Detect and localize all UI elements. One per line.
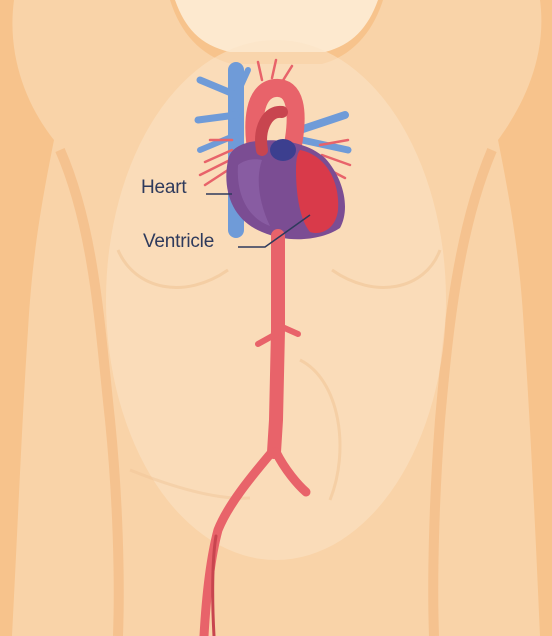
renal-branch-left — [255, 331, 279, 347]
ventricle-leader-line — [238, 214, 311, 248]
heart-shade — [237, 159, 270, 226]
ventricle-label: Ventricle — [143, 231, 215, 252]
right-breast-contour — [331, 249, 442, 289]
renal-branch-right — [277, 323, 301, 337]
descending-aorta — [267, 229, 285, 459]
pulmonary-artery — [255, 105, 288, 156]
right-arm-line — [428, 148, 497, 636]
left-arm-line — [55, 147, 124, 636]
ventricle — [296, 150, 339, 234]
femoral-branch — [211, 534, 218, 636]
abdomen-contour — [299, 358, 342, 501]
atrium — [270, 139, 296, 161]
left-breast-contour — [116, 249, 229, 289]
small-arteries — [198, 58, 352, 187]
iliac-right — [271, 447, 311, 497]
aortic-arch — [245, 78, 305, 169]
iliac-left — [199, 447, 277, 636]
heart-label: Heart — [141, 177, 187, 198]
